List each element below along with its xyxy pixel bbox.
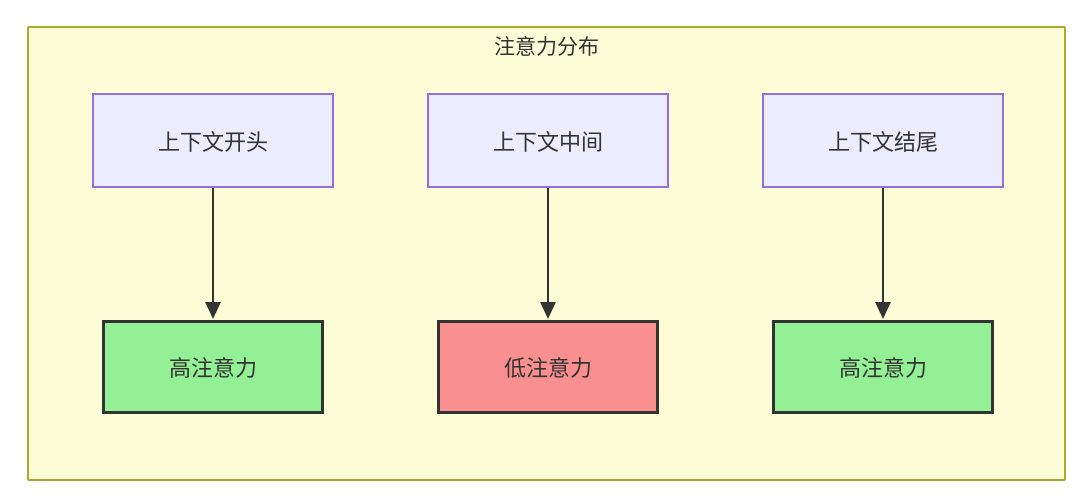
- node-high-attention-end: 高注意力: [772, 320, 994, 414]
- node-context-end: 上下文结尾: [762, 93, 1004, 188]
- diagram-column-start: 上下文开头 高注意力: [83, 93, 343, 414]
- node-high-attention-start: 高注意力: [102, 320, 324, 414]
- node-context-start: 上下文开头: [92, 93, 334, 188]
- subgraph-attention-distribution: 注意力分布 上下文开头 高注意力 上下文中间 低注意力 上下文结尾: [27, 26, 1066, 481]
- arrow-down-icon: [205, 188, 221, 319]
- subgraph-title: 注意力分布: [494, 36, 599, 59]
- node-context-middle: 上下文中间: [427, 93, 669, 188]
- node-low-attention-middle: 低注意力: [437, 320, 659, 414]
- arrow-down-icon: [540, 188, 556, 319]
- diagram-column-end: 上下文结尾 高注意力: [753, 93, 1013, 414]
- diagram-column-middle: 上下文中间 低注意力: [418, 93, 678, 414]
- arrow-down-icon: [875, 188, 891, 319]
